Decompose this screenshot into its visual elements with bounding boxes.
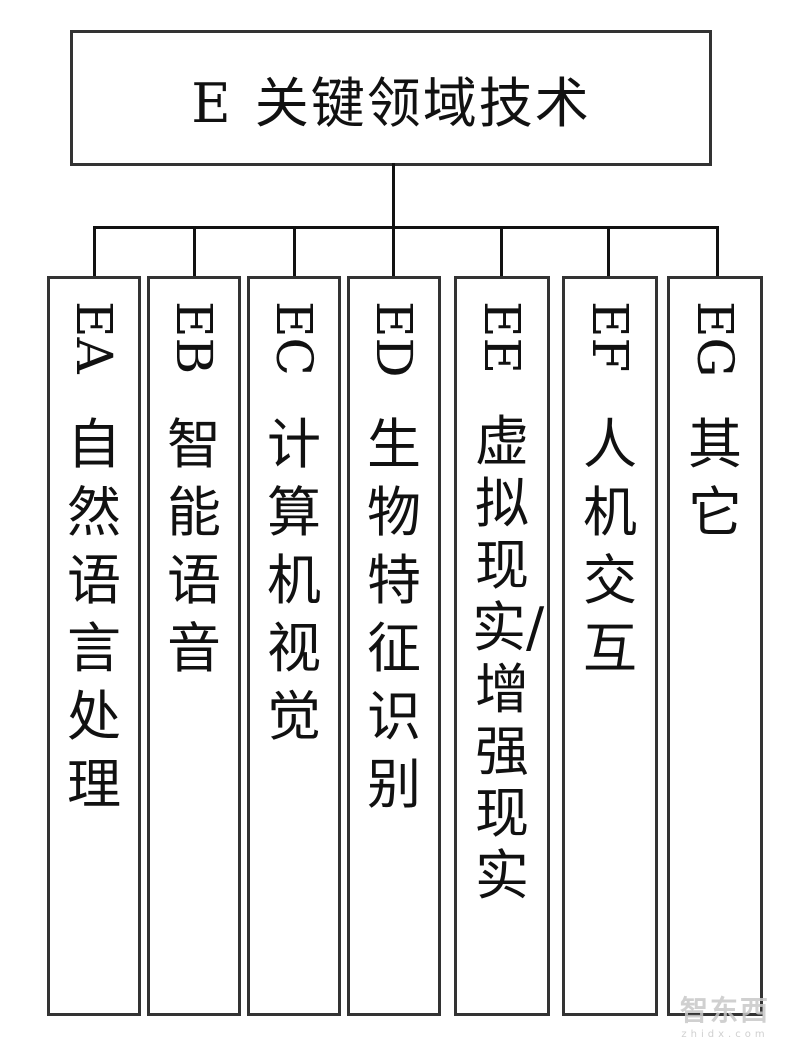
child-label: 人机交互 (583, 413, 637, 680)
branch-line-ea (93, 226, 96, 278)
watermark-logo: 智东西 (679, 994, 770, 1027)
branch-line-eb (193, 226, 196, 278)
child-node-ee: EE 虚拟现实/增强现实 (454, 276, 550, 1016)
child-label: 其它 (688, 413, 742, 544)
root-node-code: E (191, 71, 233, 135)
child-code: EA (65, 301, 123, 374)
root-trunk-line (392, 163, 395, 229)
child-node-ed: ED 生物特征识别 (347, 276, 441, 1016)
branch-line-ef (607, 226, 610, 278)
child-code: EF (581, 301, 639, 373)
child-code: EG (686, 301, 744, 378)
child-code: EE (473, 301, 531, 374)
child-code: EB (165, 301, 223, 375)
child-node-ec: EC 计算机视觉 (247, 276, 341, 1016)
child-label: 自然语言处理 (67, 413, 121, 816)
child-label: 计算机视觉 (267, 413, 321, 748)
root-node-title: 关键领域技术 (254, 71, 591, 135)
branch-line-eg (716, 226, 719, 278)
child-node-ef: EF 人机交互 (562, 276, 658, 1016)
branch-line-ec (293, 226, 296, 278)
child-code: ED (365, 301, 423, 378)
child-label: 虚拟现实/增强现实 (472, 410, 545, 907)
branch-line-ed (392, 226, 395, 278)
watermark-url: zhidx.com (681, 1029, 769, 1040)
child-label: 生物特征识别 (367, 413, 421, 816)
branch-line-ee (500, 226, 503, 278)
watermark: 智东西 zhidx.com (680, 989, 770, 1040)
root-node: E 关键领域技术 (70, 30, 712, 166)
root-node-label: E 关键领域技术 (191, 59, 590, 138)
child-code: EC (265, 301, 323, 376)
child-node-eb: EB 智能语音 (147, 276, 241, 1016)
horizontal-bus-line (93, 226, 719, 229)
child-label: 智能语音 (167, 413, 221, 680)
child-node-eg: EG 其它 (667, 276, 763, 1016)
child-node-ea: EA 自然语言处理 (47, 276, 141, 1016)
